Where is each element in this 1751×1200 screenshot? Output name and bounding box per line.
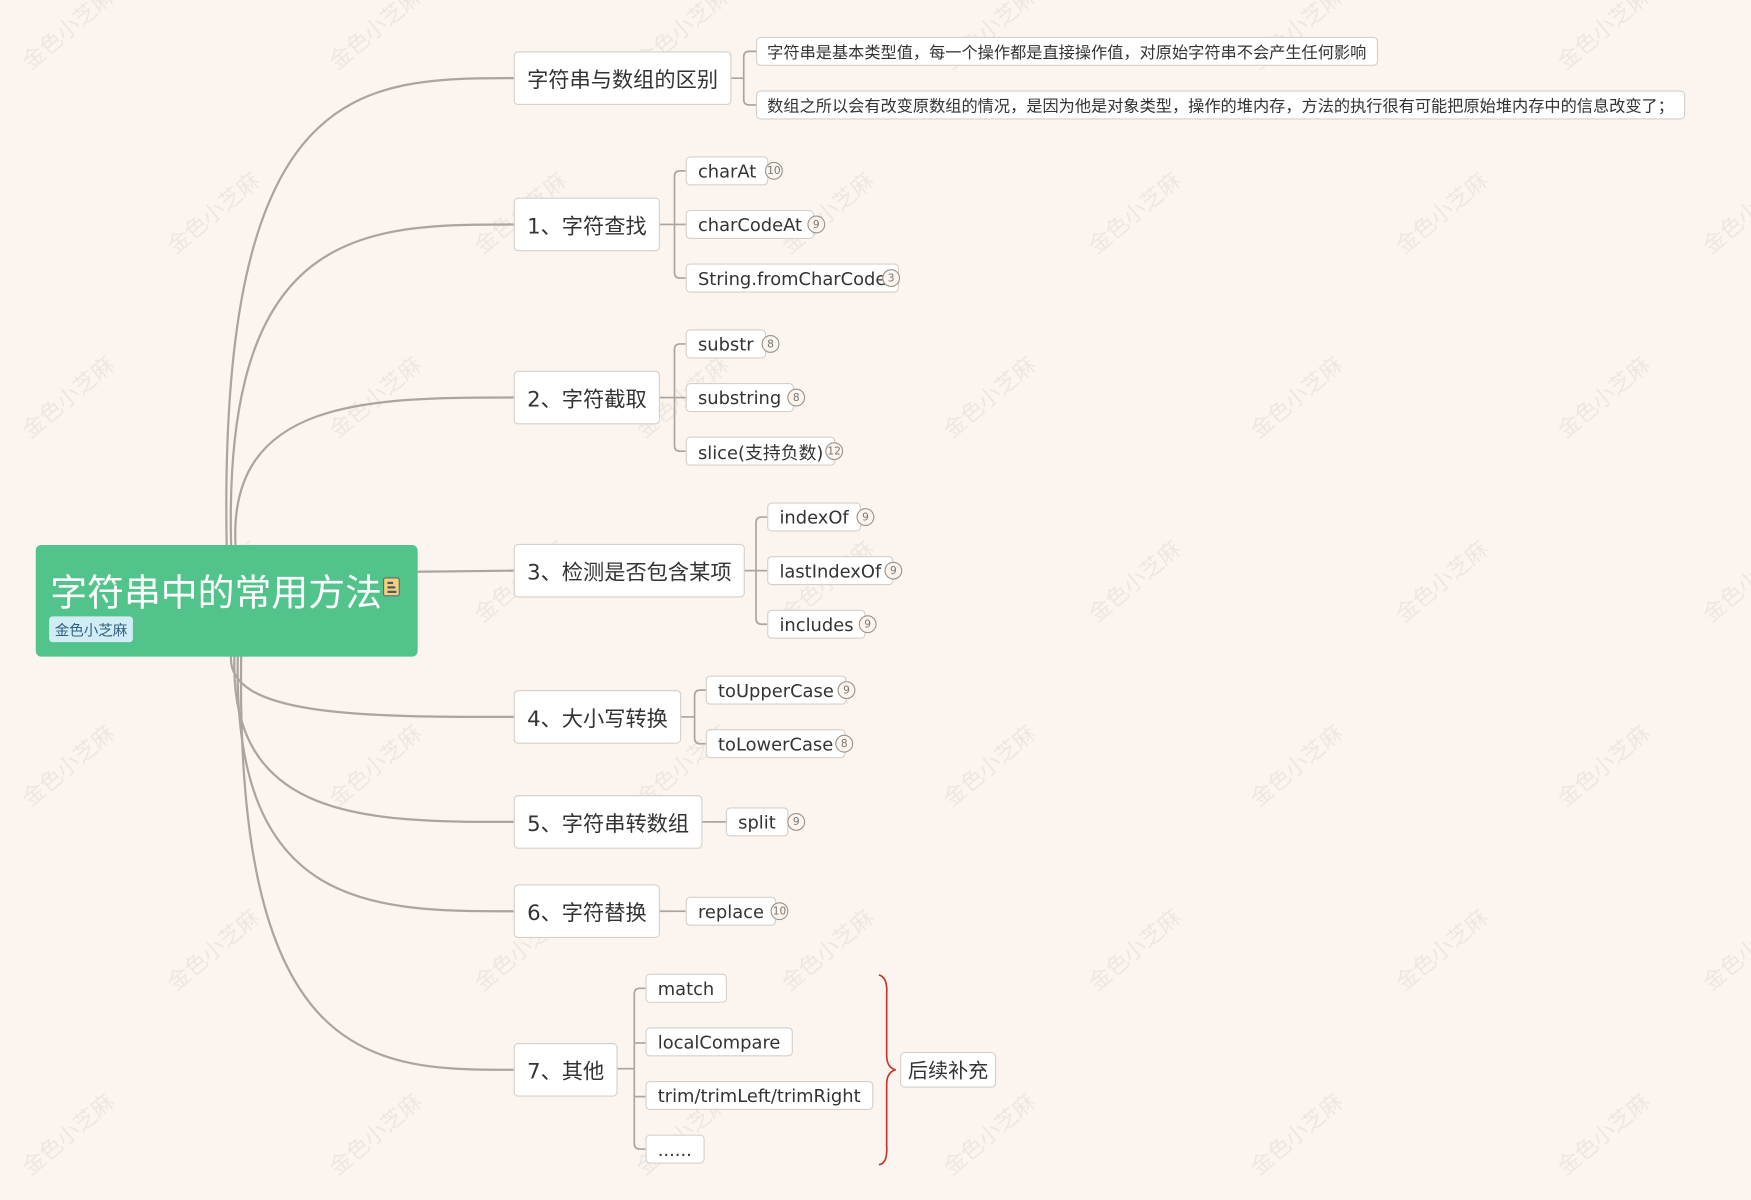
leaf-toLowerCase[interactable]: toLowerCase <box>705 729 846 759</box>
count-badge: 12 <box>825 442 844 461</box>
leaf-lastIndexOf[interactable]: lastIndexOf <box>767 556 894 586</box>
topic-char-lookup[interactable]: 1、字符查找 <box>513 197 661 252</box>
root-connector <box>225 77 514 548</box>
leaf-slice[interactable]: slice(支持负数) <box>685 436 836 466</box>
root-connector <box>233 654 514 824</box>
summary-brace <box>878 974 896 1166</box>
branch-connector <box>693 689 706 745</box>
branch-connector <box>633 987 646 1150</box>
leaf-split[interactable]: split <box>725 807 789 837</box>
count-badge: 9 <box>884 561 903 580</box>
count-badge: 8 <box>787 388 806 407</box>
leaf-ellipsis[interactable]: ...... <box>645 1134 705 1164</box>
root-title: 字符串中的常用方法 <box>50 570 382 615</box>
root-connector <box>229 223 514 548</box>
count-badge: 8 <box>761 335 780 353</box>
count-badge: 10 <box>770 902 789 921</box>
count-badge: 9 <box>837 681 856 700</box>
count-badge: 3 <box>882 269 901 287</box>
summary-topic[interactable]: 后续补充 <box>900 1051 997 1088</box>
leaf-indexOf[interactable]: indexOf <box>767 502 861 532</box>
topic-contains[interactable]: 3、检测是否包含某项 <box>513 543 745 598</box>
topic-other[interactable]: 7、其他 <box>513 1043 618 1097</box>
leaf-includes[interactable]: includes <box>767 609 866 639</box>
count-badge: 9 <box>858 615 877 634</box>
note-string-immutable[interactable]: 字符串是基本类型值，每一个操作都是直接操作值，对原始字符串不会产生任何影响 <box>756 36 1378 66</box>
leaf-replace[interactable]: replace <box>685 896 777 926</box>
root-connector <box>230 654 514 719</box>
note-array-mutable[interactable]: 数组之所以会有改变原数组的情况，是因为他是对象类型，操作的堆内存，方法的执行很有… <box>756 90 1686 120</box>
leaf-toUpperCase[interactable]: toUpperCase <box>705 675 847 705</box>
root-connector <box>234 396 514 548</box>
note-icon[interactable] <box>383 577 400 597</box>
leaf-charCodeAt[interactable]: charCodeAt <box>685 209 815 239</box>
topic-substring[interactable]: 2、字符截取 <box>513 370 661 425</box>
root-topic[interactable]: 字符串中的常用方法 金色小芝麻 <box>35 544 418 657</box>
topic-case-convert[interactable]: 4、大小写转换 <box>513 690 682 744</box>
root-connector <box>417 569 514 573</box>
root-connector <box>239 654 514 1071</box>
leaf-trim[interactable]: trim/trimLeft/trimRight <box>645 1080 873 1111</box>
count-badge: 9 <box>807 215 826 234</box>
leaf-localCompare[interactable]: localCompare <box>645 1027 793 1057</box>
topic-to-array[interactable]: 5、字符串转数组 <box>513 795 703 849</box>
leaf-fromCharCode[interactable]: String.fromCharCode <box>685 263 899 293</box>
root-label-tag: 金色小芝麻 <box>49 616 133 643</box>
count-badge: 10 <box>764 161 783 180</box>
leaf-charAt[interactable]: charAt <box>685 156 769 186</box>
leaf-match[interactable]: match <box>645 973 727 1003</box>
leaf-substring[interactable]: substring <box>685 383 794 413</box>
branch-connector <box>742 50 757 106</box>
root-connector <box>236 654 514 913</box>
count-badge: 8 <box>835 734 854 753</box>
leaf-substr[interactable]: substr <box>685 329 766 359</box>
topic-string-vs-array[interactable]: 字符串与数组的区别 <box>513 51 732 105</box>
count-badge: 9 <box>787 812 806 831</box>
topic-replace[interactable]: 6、字符替换 <box>513 884 661 939</box>
count-badge: 9 <box>856 508 875 526</box>
